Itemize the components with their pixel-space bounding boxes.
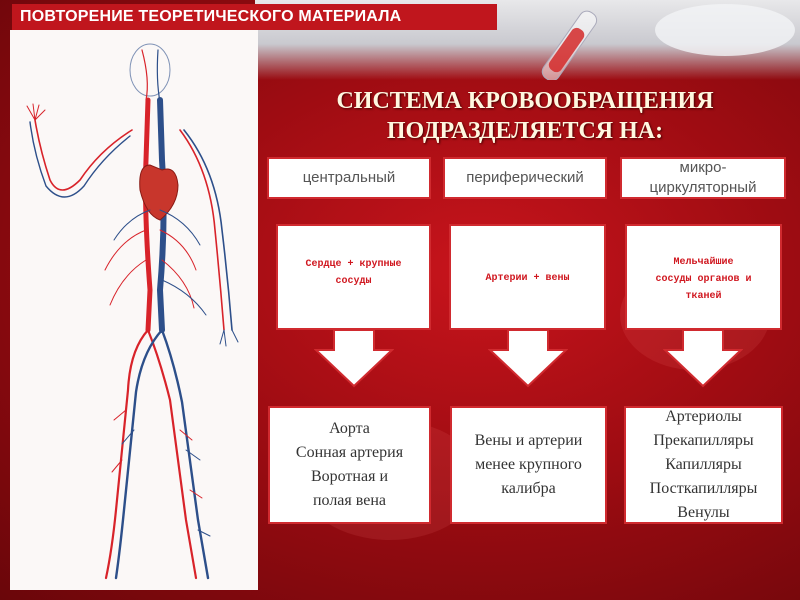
example-item: Прекапилляры <box>653 432 754 449</box>
category-box-peripheral: периферический <box>443 157 607 199</box>
example-item: Сонная артерия <box>295 444 404 461</box>
example-item: полая вена <box>312 492 386 509</box>
category-label: циркуляторный <box>649 179 757 196</box>
components-box-peripheral: Артерии + вены <box>449 224 606 330</box>
example-item: Артериолы <box>665 408 742 425</box>
human-body-vessels-icon <box>26 43 239 580</box>
category-box-microcirculatory: микро- циркуляторный <box>620 157 786 199</box>
category-label: микро- <box>679 159 727 176</box>
circulatory-system-illustration <box>10 30 258 590</box>
category-box-central: центральный <box>267 157 431 199</box>
test-tube-icon <box>541 4 795 80</box>
example-item: Посткапилляры <box>649 480 758 497</box>
components-line: сосуды <box>335 276 372 287</box>
examples-box-central: Аорта Сонная артерия Воротная и полая ве… <box>268 406 431 524</box>
example-item: Аорта <box>329 420 370 437</box>
example-item: менее крупного <box>475 456 582 473</box>
section-header: ПОВТОРЕНИЕ ТЕОРЕТИЧЕСКОГО МАТЕРИАЛА <box>12 4 497 30</box>
components-line: тканей <box>685 291 722 302</box>
components-line: сосуды органов и <box>655 274 752 285</box>
components-box-central: Сердце + крупные сосуды <box>276 224 431 330</box>
down-arrow-icon <box>488 330 568 388</box>
down-arrow-icon <box>314 330 394 388</box>
slide-title: СИСТЕМА КРОВООБРАЩЕНИЯ ПОДРАЗДЕЛЯЕТСЯ НА… <box>265 86 785 146</box>
category-label: центральный <box>302 169 396 186</box>
examples-box-microcirculatory: Артериолы Прекапилляры Капилляры Посткап… <box>624 406 783 524</box>
components-line: Мельчайшие <box>673 257 734 268</box>
category-label: периферический <box>466 169 584 186</box>
example-item: Капилляры <box>665 456 742 473</box>
example-item: калибра <box>501 480 556 497</box>
slide-title-line2: ПОДРАЗДЕЛЯЕТСЯ НА: <box>386 118 664 144</box>
example-item: Воротная и <box>310 468 389 485</box>
components-line: Артерии + вены <box>485 273 570 284</box>
slide-title-line1: СИСТЕМА КРОВООБРАЩЕНИЯ <box>336 88 714 114</box>
example-item: Венулы <box>677 504 730 521</box>
examples-box-peripheral: Вены и артерии менее крупного калибра <box>450 406 607 524</box>
example-item: Вены и артерии <box>474 432 583 449</box>
components-line: Сердце + крупные <box>305 259 402 270</box>
components-box-microcirculatory: Мельчайшие сосуды органов и тканей <box>625 224 782 330</box>
down-arrow-icon <box>663 330 743 388</box>
